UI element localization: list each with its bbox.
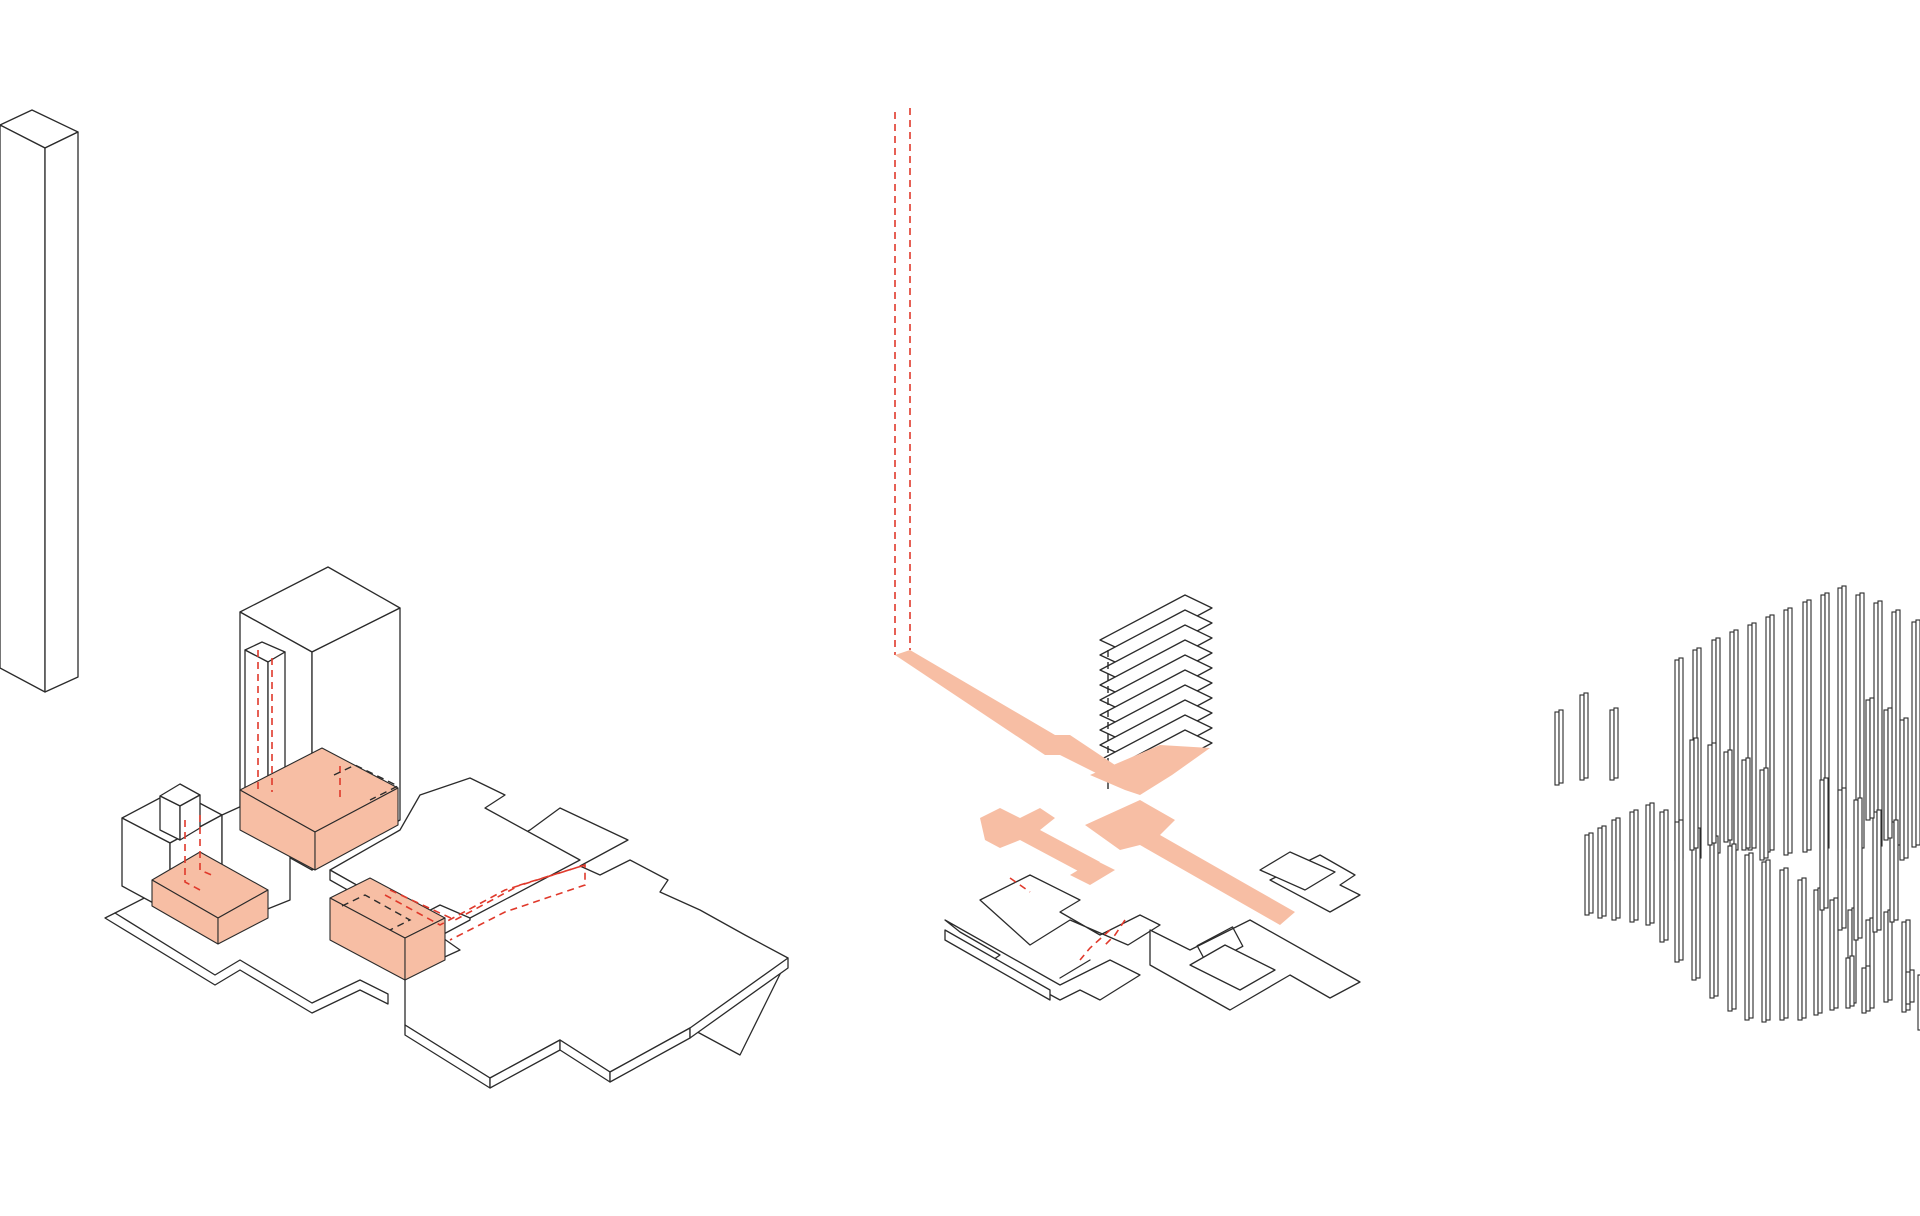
column-post bbox=[1741, 757, 1751, 851]
highlight-volume-b bbox=[151, 851, 269, 945]
column-post bbox=[1861, 965, 1871, 1014]
column-post bbox=[1883, 909, 1893, 1003]
column-post bbox=[1911, 619, 1920, 848]
dashed-connectors-lower bbox=[1009, 877, 1126, 961]
column-post bbox=[1837, 787, 1847, 931]
column-post bbox=[1829, 897, 1839, 1011]
column-post bbox=[1554, 709, 1564, 786]
column-post bbox=[1845, 955, 1855, 1009]
column-post bbox=[1891, 609, 1901, 848]
column-post bbox=[1744, 852, 1754, 1021]
circulation-band bbox=[895, 650, 1295, 925]
column-post bbox=[1709, 835, 1719, 999]
column-post bbox=[1674, 819, 1684, 963]
column-post bbox=[1761, 859, 1771, 1023]
panel-column-grid bbox=[1554, 585, 1920, 1031]
panel-circulation-route bbox=[894, 108, 1361, 1011]
panel-context-massing bbox=[0, 109, 789, 1089]
tall-tower bbox=[0, 109, 79, 693]
column-post bbox=[1707, 742, 1717, 846]
column-post bbox=[1629, 809, 1639, 923]
column-post bbox=[1819, 777, 1829, 911]
column-post bbox=[1659, 809, 1669, 943]
column-post bbox=[1611, 817, 1621, 921]
dashed-path-context bbox=[184, 650, 586, 941]
column-post bbox=[1723, 749, 1733, 843]
column-post bbox=[1747, 622, 1757, 851]
column-post bbox=[1609, 707, 1619, 781]
dashed-riser bbox=[894, 108, 911, 655]
column-post bbox=[1899, 717, 1909, 861]
column-post bbox=[1872, 809, 1882, 933]
column-post bbox=[1865, 697, 1875, 821]
column-post bbox=[1689, 737, 1699, 851]
column-post bbox=[1579, 692, 1589, 781]
column-post bbox=[1883, 707, 1893, 841]
column-post bbox=[1917, 974, 1920, 1031]
column-post bbox=[1901, 919, 1911, 1013]
column-post bbox=[1853, 797, 1863, 941]
column-post bbox=[1691, 827, 1701, 981]
highlight-volume-a bbox=[239, 747, 399, 871]
column-post bbox=[1797, 877, 1807, 1021]
column-post bbox=[1905, 969, 1915, 1005]
lower-level-plans bbox=[944, 851, 1361, 1011]
column-post bbox=[1584, 832, 1594, 916]
column-post bbox=[1779, 867, 1789, 1021]
ground-slab-right bbox=[404, 807, 789, 1089]
column-post bbox=[1783, 607, 1793, 856]
column-post bbox=[1759, 767, 1769, 861]
column-posts bbox=[1554, 585, 1920, 1031]
column-post bbox=[1727, 843, 1737, 1012]
column-post bbox=[1645, 802, 1655, 926]
column-post bbox=[1597, 825, 1607, 919]
column-post bbox=[1802, 599, 1812, 853]
